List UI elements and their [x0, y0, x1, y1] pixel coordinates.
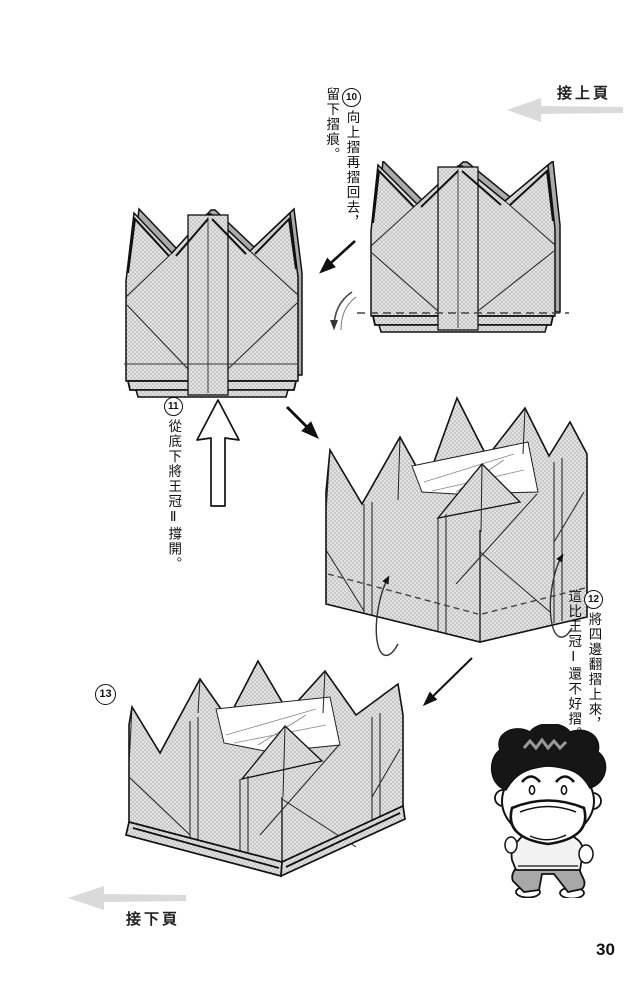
- crown-step10-result-diagram: [124, 207, 303, 398]
- step-10-number-badge: 10: [342, 88, 361, 107]
- step-10-line-1: 10向上摺再摺回去，: [341, 87, 361, 277]
- step-13-number-badge: 13: [95, 684, 116, 705]
- nav-next-label: 接下頁: [126, 911, 181, 928]
- step-11-line-1: 11從底下將王冠Ⅱ撐開。: [163, 396, 183, 576]
- step-12-number-badge: 12: [584, 590, 603, 609]
- crown-step10-diagram: [357, 161, 569, 333]
- step-11-number-badge: 11: [163, 397, 183, 416]
- nav-previous-arrow-left-icon: [507, 98, 623, 122]
- step-12-line-2: 這比王冠Ⅰ還不好摺。: [566, 589, 582, 742]
- nav-previous-label: 接上頁: [557, 85, 612, 102]
- fold-direction-arrow-icon: [286, 406, 319, 439]
- step-13-instruction: 13: [95, 683, 116, 708]
- crown-step13-finished-diagram: [124, 659, 406, 878]
- page-number: 30: [596, 940, 615, 959]
- cartoon-character: [491, 724, 607, 898]
- step-10-instruction: 10向上摺再摺回去， 留下摺痕。: [321, 87, 362, 277]
- open-up-hollow-arrow-icon: [196, 399, 240, 507]
- step-11-instruction: 11從底下將王冠Ⅱ撐開。: [163, 396, 183, 576]
- crown-step11-opened-diagram: [325, 395, 588, 657]
- nav-next-arrow-left-icon: [68, 886, 186, 910]
- step-12-line-1: 12將四邊翻摺上來，: [583, 589, 603, 804]
- fold-over-curl-arrow-icon: [330, 291, 357, 331]
- fold-direction-arrow-icon: [422, 657, 473, 707]
- step-12-instruction: 12將四邊翻摺上來， 這比王冠Ⅰ還不好摺。: [563, 589, 604, 804]
- fold-direction-arrow-icon: [319, 240, 356, 274]
- step-10-line-2: 留下摺痕。: [324, 87, 340, 162]
